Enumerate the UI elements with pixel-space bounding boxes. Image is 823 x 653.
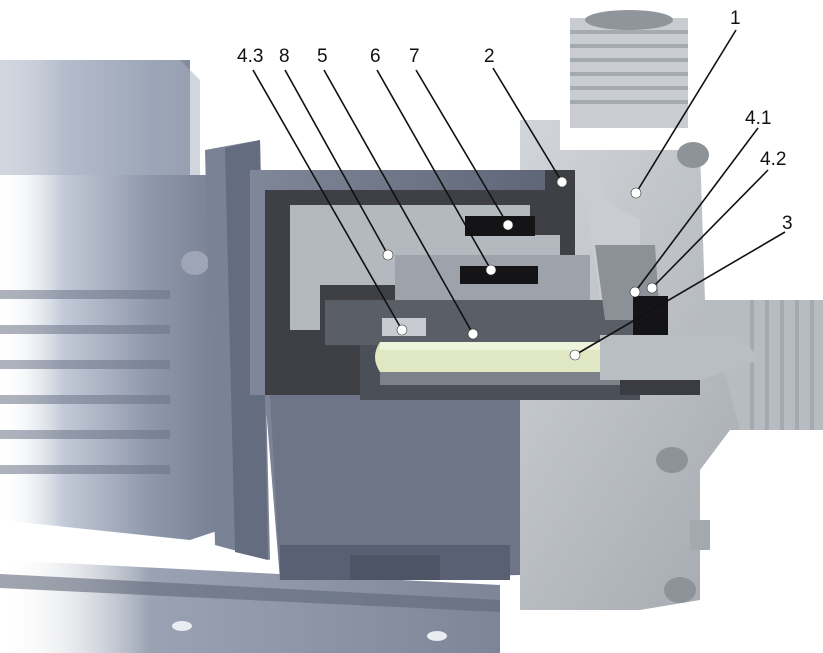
leader-4-3 xyxy=(252,69,403,331)
callout-label-8: 8 xyxy=(279,46,290,67)
cooling-fins xyxy=(0,290,170,474)
dot-2 xyxy=(556,176,568,188)
callout-label-7: 7 xyxy=(409,46,420,67)
dot-5 xyxy=(467,328,479,340)
base-rail xyxy=(0,560,500,653)
leader-8 xyxy=(284,69,389,256)
leader-1 xyxy=(635,29,737,194)
callout-label-2: 2 xyxy=(484,46,495,67)
leader-3 xyxy=(574,231,786,356)
seal-ring xyxy=(633,296,668,336)
casing-bolts xyxy=(656,142,710,603)
dot-8 xyxy=(382,249,394,261)
callout-label-1: 1 xyxy=(730,8,741,29)
callout-label-4-3: 4.3 xyxy=(237,46,263,67)
outlet-thread xyxy=(570,10,688,128)
inlet-thread xyxy=(750,300,814,430)
dot-4-1 xyxy=(629,286,641,298)
callout-label-4-2: 4.2 xyxy=(760,149,786,170)
motor-housing xyxy=(0,60,250,540)
leader-6 xyxy=(376,69,492,271)
dot-4-3 xyxy=(396,324,408,336)
callout-label-4-1: 4.1 xyxy=(745,108,771,129)
leader-2 xyxy=(492,67,563,183)
callout-dots xyxy=(382,176,658,361)
leader-4-2 xyxy=(651,169,769,289)
shaft xyxy=(375,342,645,372)
magnet-inner xyxy=(460,266,538,284)
callout-labels: 1 2 3 4.1 4.2 4.3 8 5 6 7 xyxy=(237,8,793,234)
dot-4-2 xyxy=(646,282,658,294)
impeller-hub xyxy=(600,335,760,395)
callout-label-3: 3 xyxy=(782,213,793,234)
callout-leaders xyxy=(252,29,786,356)
dot-3 xyxy=(569,349,581,361)
leader-5 xyxy=(323,69,474,335)
dot-1 xyxy=(630,187,642,199)
magnet-outer xyxy=(465,216,535,236)
dot-6 xyxy=(485,264,497,276)
dot-7 xyxy=(502,219,514,231)
callout-label-5: 5 xyxy=(317,46,328,67)
leader-7 xyxy=(415,69,509,226)
leader-4-1 xyxy=(634,127,759,293)
callout-label-6: 6 xyxy=(370,46,381,67)
